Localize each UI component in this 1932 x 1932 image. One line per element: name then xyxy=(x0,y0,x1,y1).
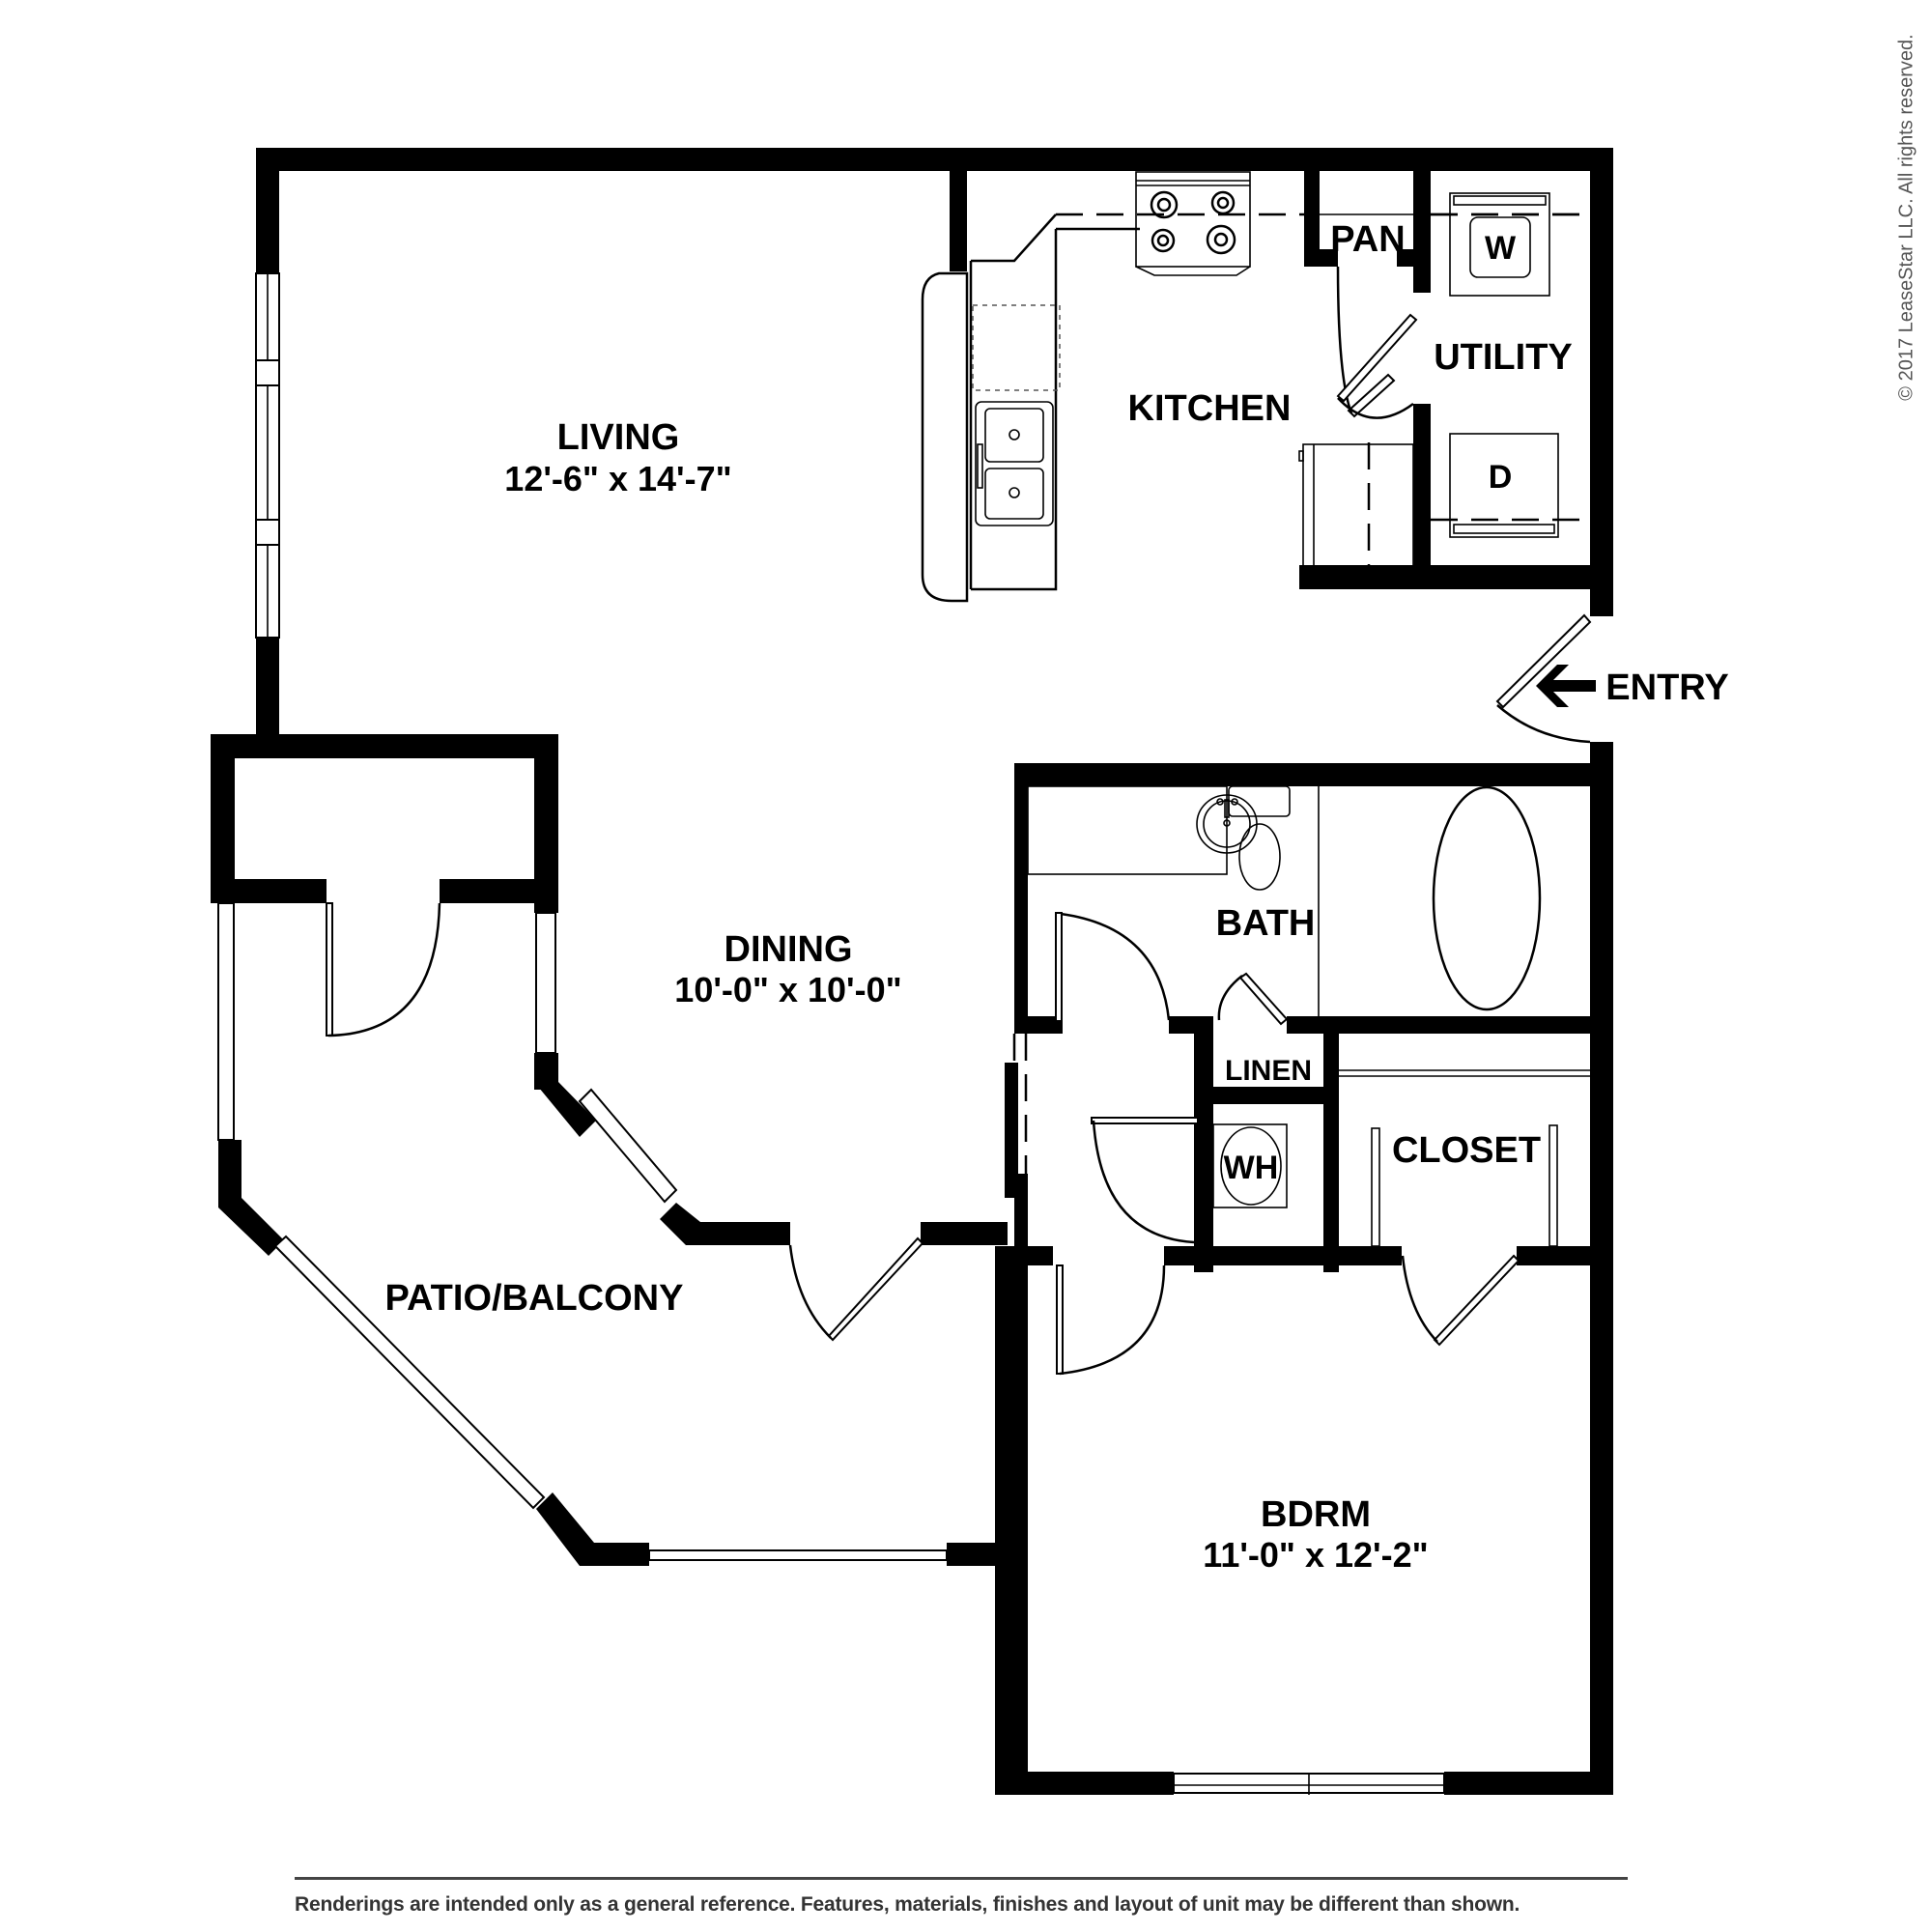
walls xyxy=(211,148,1613,1795)
utility-label: UTILITY xyxy=(1434,337,1573,378)
living-dimensions: 12'-6" x 14'-7" xyxy=(504,459,731,498)
bedroom-dimensions: 11'-0" x 12'-2" xyxy=(1203,1535,1428,1575)
living-label: LIVING xyxy=(557,417,680,458)
washer-label: W xyxy=(1485,230,1517,267)
copyright-notice: © 2017 LeaseStar LLC. All rights reserve… xyxy=(1888,0,1926,435)
stove-icon xyxy=(1135,171,1251,276)
bath-label: BATH xyxy=(1216,903,1316,944)
room-labels: LIVING 12'-6" x 14'-7" KITCHEN PAN UTILI… xyxy=(385,219,1573,1575)
bedroom-label: BDRM xyxy=(1261,1494,1371,1535)
toilet-icon xyxy=(1228,785,1291,891)
closet-label: CLOSET xyxy=(1392,1130,1541,1171)
bath-fixtures xyxy=(1027,785,1542,1016)
copyright-text: © 2017 LeaseStar LLC. All rights reserve… xyxy=(1895,34,1918,401)
utility-fixtures: W D xyxy=(1431,192,1590,538)
patio-label: PATIO/BALCONY xyxy=(385,1278,684,1319)
entry-marker: ENTRY xyxy=(1536,665,1729,708)
water-heater-icon: WH xyxy=(1212,1123,1288,1208)
kitchen-label: KITCHEN xyxy=(1128,388,1292,429)
windows xyxy=(217,272,1445,1795)
kitchen-sink-icon xyxy=(975,401,1054,526)
dryer-label: D xyxy=(1489,459,1513,496)
disclaimer-divider xyxy=(295,1877,1628,1880)
dining-label: DINING xyxy=(724,929,853,970)
pantry-label: PAN xyxy=(1330,219,1405,260)
entry-door[interactable] xyxy=(1495,613,1592,744)
bathtub-icon xyxy=(1432,785,1542,1011)
dryer-icon: D xyxy=(1431,433,1590,538)
refrigerator-icon xyxy=(1298,442,1414,570)
closet-fixtures: WH xyxy=(1212,1069,1590,1247)
linen-label: LINEN xyxy=(1225,1055,1312,1087)
arrow-left-icon xyxy=(1536,665,1596,707)
doors xyxy=(326,266,1592,1376)
kitchen-fixtures xyxy=(921,171,1590,603)
entry-label: ENTRY xyxy=(1605,668,1728,708)
dining-dimensions: 10'-0" x 10'-0" xyxy=(674,970,901,1009)
water-heater-label: WH xyxy=(1224,1150,1279,1186)
washer-icon: W xyxy=(1449,192,1550,297)
disclaimer-text: Renderings are intended only as a genera… xyxy=(295,1893,1520,1916)
